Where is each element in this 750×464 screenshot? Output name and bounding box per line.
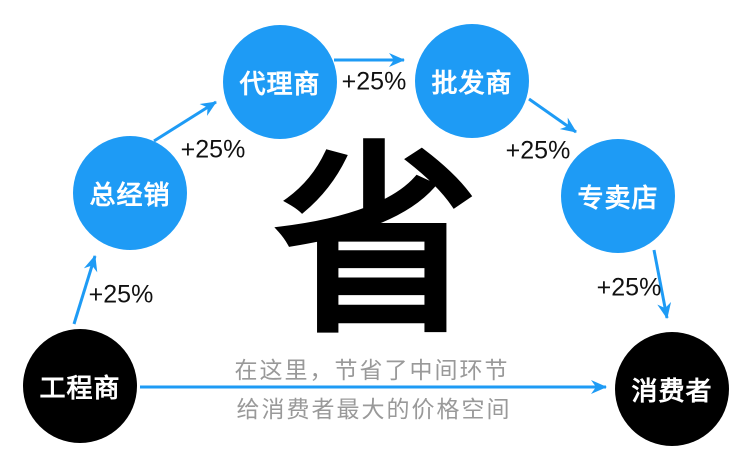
caption-line-1: 在这里，节省了中间环节 bbox=[234, 357, 510, 383]
markup-label-5: +25% bbox=[596, 273, 662, 302]
node-engineering-contractor: 工程商 bbox=[23, 329, 137, 443]
node-label: 总经销 bbox=[89, 179, 171, 210]
node-specialty-store: 专卖店 bbox=[561, 139, 675, 253]
arrow-wholesaler-to-store bbox=[528, 97, 577, 134]
markup-label-2: +25% bbox=[180, 135, 246, 164]
node-wholesaler: 批发商 bbox=[415, 24, 529, 138]
arrow-distributor-to-agent bbox=[153, 100, 217, 143]
node-general-distributor: 总经销 bbox=[73, 136, 187, 250]
markup-label-4: +25% bbox=[505, 136, 571, 165]
node-label: 消费者 bbox=[631, 375, 713, 406]
node-consumer: 消费者 bbox=[615, 332, 729, 446]
node-agent: 代理商 bbox=[223, 25, 337, 139]
node-label: 工程商 bbox=[39, 372, 121, 403]
caption-line-2: 给消费者最大的价格空间 bbox=[236, 396, 512, 422]
center-save-character: 省 bbox=[273, 128, 479, 358]
node-label: 专卖店 bbox=[577, 182, 659, 213]
arrow-store-to-consumer bbox=[652, 249, 672, 319]
node-label: 批发商 bbox=[431, 67, 513, 98]
markup-label-1: +25% bbox=[88, 280, 154, 309]
markup-label-3: +25% bbox=[341, 67, 407, 96]
node-label: 代理商 bbox=[239, 68, 321, 99]
arrow-contractor-to-distributor bbox=[72, 255, 98, 325]
